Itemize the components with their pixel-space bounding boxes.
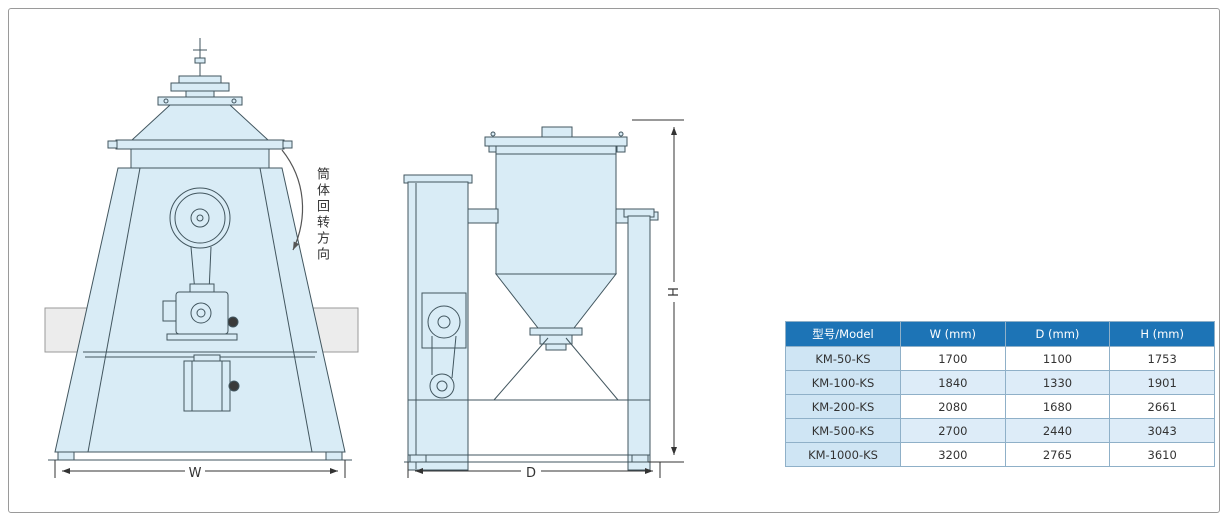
- content-frame: [8, 8, 1220, 513]
- col-header-model: 型号/Model: [785, 321, 901, 347]
- dimension-w-label: W: [189, 466, 202, 481]
- cell-w: 2700: [900, 418, 1006, 443]
- front-view: [48, 38, 352, 461]
- cell-d: 1330: [1004, 370, 1111, 395]
- spec-table-header-row: 型号/Model W (mm) D (mm) H (mm): [785, 321, 1215, 347]
- cell-h: 2661: [1109, 394, 1215, 419]
- table-row: KM-100-KS 1840 1330 1901: [785, 370, 1215, 395]
- table-row: KM-1000-KS 3200 2765 3610: [785, 442, 1215, 467]
- motor: [183, 354, 240, 412]
- cell-h: 1901: [1109, 370, 1215, 395]
- technical-drawing: W D H: [44, 38, 684, 481]
- dimension-h-label: H: [667, 287, 682, 297]
- gearbox: [162, 283, 239, 335]
- cell-d: 2440: [1004, 418, 1111, 443]
- cell-d: 1680: [1004, 394, 1111, 419]
- cell-w: 3200: [900, 442, 1006, 467]
- table-row: KM-500-KS 2700 2440 3043: [785, 418, 1215, 443]
- table-row: KM-200-KS 2080 1680 2661: [785, 394, 1215, 419]
- cell-d: 2765: [1004, 442, 1111, 467]
- col-header-d: D (mm): [1004, 321, 1111, 347]
- col-header-w: W (mm): [900, 321, 1006, 347]
- cell-w: 1840: [900, 370, 1006, 395]
- rotation-arrow: [281, 149, 304, 251]
- cell-model: KM-100-KS: [785, 370, 901, 395]
- cell-model: KM-1000-KS: [785, 442, 901, 467]
- drive-tower: [403, 174, 473, 471]
- cell-d: 1100: [1004, 346, 1111, 371]
- side-view: [403, 126, 664, 471]
- dimension-d-label: D: [526, 466, 536, 481]
- cell-model: KM-200-KS: [785, 394, 901, 419]
- cell-h: 3043: [1109, 418, 1215, 443]
- pulley: [169, 187, 231, 249]
- cell-model: KM-50-KS: [785, 346, 901, 371]
- cell-h: 3610: [1109, 442, 1215, 467]
- rotation-direction-label: 筒体回转方向: [314, 167, 329, 263]
- cell-model: KM-500-KS: [785, 418, 901, 443]
- col-header-h: H (mm): [1109, 321, 1215, 347]
- cell-h: 1753: [1109, 346, 1215, 371]
- dimension-lines: [54, 119, 684, 478]
- cell-w: 2080: [900, 394, 1006, 419]
- table-row: KM-50-KS 1700 1100 1753: [785, 346, 1215, 371]
- cell-w: 1700: [900, 346, 1006, 371]
- spec-table: 型号/Model W (mm) D (mm) H (mm) KM-50-KS 1…: [785, 321, 1215, 467]
